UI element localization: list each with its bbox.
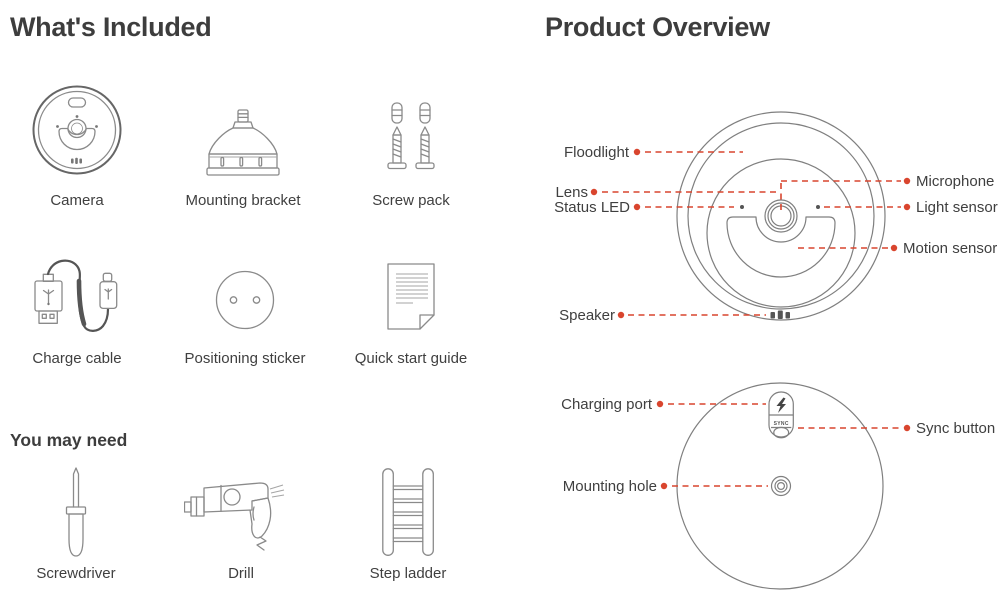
label-charging-port: Charging port	[561, 396, 652, 413]
drill-icon	[184, 482, 285, 551]
label-lens: Lens	[555, 184, 588, 201]
positioning-sticker-icon	[215, 270, 275, 330]
item-label: Screw pack	[372, 192, 450, 209]
item-label: Screwdriver	[36, 565, 116, 582]
device-back-diagram: SYNC	[656, 382, 911, 590]
label-microphone: Microphone	[916, 173, 995, 190]
label-floodlight: Floodlight	[563, 144, 629, 161]
item-label: Positioning sticker	[184, 350, 306, 367]
label-motion-sensor: Motion sensor	[903, 240, 998, 257]
label-light-sensor: Light sensor	[916, 199, 998, 216]
device-front-diagram	[590, 111, 911, 321]
item-label: Drill	[228, 565, 254, 582]
camera-icon	[32, 85, 122, 175]
quick-start-guide-icon	[387, 263, 435, 330]
label-status-led: Status LED	[554, 199, 630, 216]
charge-cable-icon	[34, 259, 118, 332]
item-label: Step ladder	[369, 565, 447, 582]
screw-pack-icon	[387, 102, 435, 170]
mounting-bracket-icon	[206, 109, 280, 176]
item-label: Quick start guide	[354, 350, 468, 367]
whats-included-title: What's Included	[10, 12, 212, 42]
step-ladder-icon	[382, 468, 434, 556]
item-label: Camera	[50, 192, 104, 209]
sync-button-text: SYNC	[774, 421, 789, 427]
item-label: Mounting bracket	[185, 192, 301, 209]
label-sync-button: Sync button	[916, 420, 996, 437]
product-overview-title: Product Overview	[545, 12, 770, 42]
label-mounting-hole: Mounting hole	[562, 478, 657, 495]
you-may-need-title: You may need	[10, 430, 128, 450]
item-label: Charge cable	[32, 350, 122, 367]
label-speaker: Speaker	[559, 307, 615, 324]
screwdriver-icon	[65, 467, 87, 557]
